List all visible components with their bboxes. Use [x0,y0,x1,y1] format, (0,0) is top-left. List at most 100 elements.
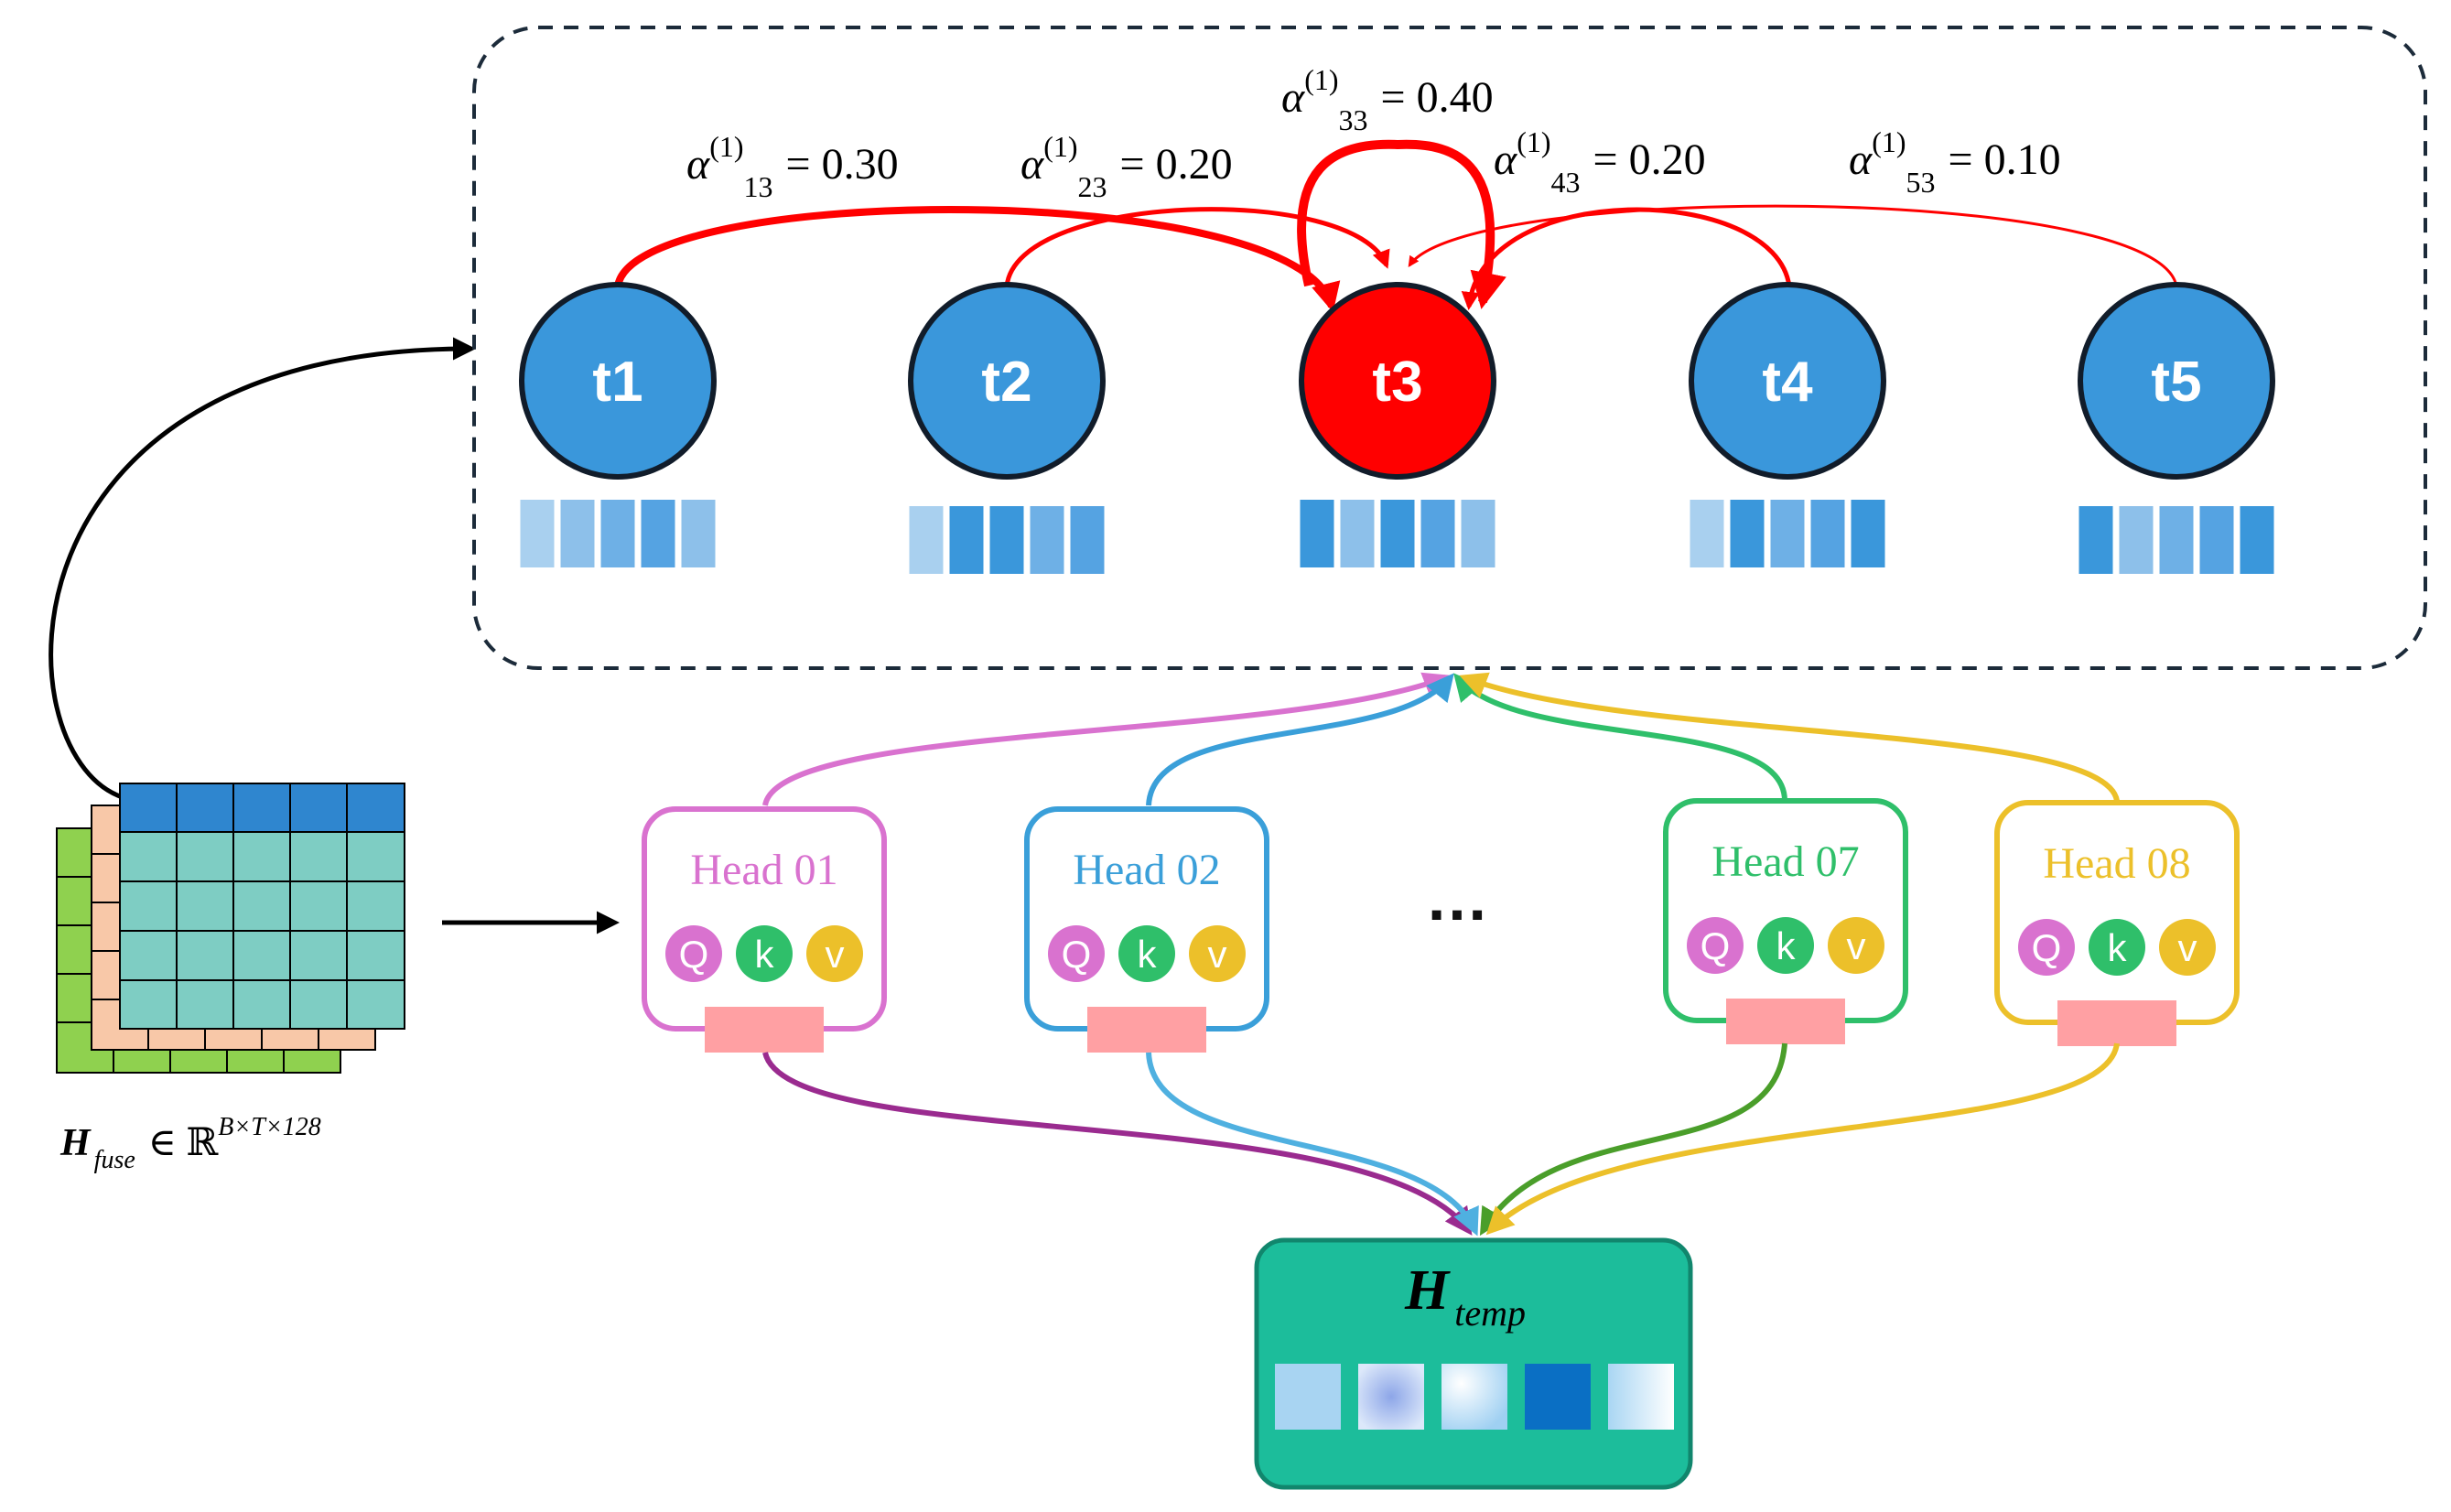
feature-cell [2159,506,2194,574]
head-box [1024,806,1269,1031]
head-output-bar [705,1007,824,1053]
q-letter: Q [1701,924,1731,967]
input-to-timeline-arrow [49,337,476,799]
feature-cell [641,500,675,567]
head-box [642,806,887,1031]
v-letter: v [1208,933,1227,976]
output-cell-4 [1525,1364,1591,1430]
k-letter: k [1776,924,1797,967]
feature-cell [600,500,635,567]
k-badge [736,925,793,982]
k-badge [1118,925,1175,982]
timestep-node-t5: t5 [2078,282,2275,574]
output-cell-3 [1441,1364,1507,1430]
feature-cell [1300,500,1334,567]
attention-arc-43 [1461,207,1792,310]
feature-cell [1380,500,1415,567]
k-badge [1757,917,1814,974]
head-output-bar [2057,1000,2176,1046]
attention-arc-53 [1408,204,2178,287]
output-cell-5 [1608,1364,1674,1430]
head-to-output-arrows [762,1042,2120,1237]
head-box [1663,798,1908,1023]
head-to-timeline-arrows [762,672,2120,806]
timestep-node-t2: t2 [908,282,1106,574]
feature-cell [1340,500,1375,567]
k-letter: k [1138,933,1158,976]
feature-cell [681,500,716,567]
q-badge [1048,925,1105,982]
head-label: Head 08 [2043,839,2190,888]
head08-down-arrow [1485,1042,2120,1236]
v-letter: v [1847,924,1866,967]
attention-label-43: α(1)43= 0.20 [1494,125,1706,199]
head-label: Head 02 [1073,846,1220,894]
timestep-circle [908,282,1106,480]
timeline-container [472,26,2427,670]
timestep-node-t1: t1 [519,282,717,567]
q-letter: Q [679,933,709,976]
v-badge [1189,925,1246,982]
input-tensor-stack [56,783,405,1074]
attention-arc-23 [1004,207,1390,287]
output-vector [1275,1364,1674,1430]
timestep-nodes: t1 t2 t3 t4 t5 [519,282,2275,574]
feature-cell [2240,506,2274,574]
timestep-circle [2078,282,2275,480]
head08-up-arrow [1459,672,2120,802]
v-badge [806,925,863,982]
tensor-layer-teal [119,783,405,1030]
head07-down-arrow [1479,1042,1787,1237]
feature-cell [1420,500,1455,567]
head-box [1994,800,2240,1025]
timestep-label: t1 [592,351,642,414]
feature-cell [1810,500,1845,567]
feature-cell [520,500,555,567]
feature-cell [1770,500,1805,567]
feature-cell [1030,506,1064,574]
attention-label-13: α(1)13= 0.30 [686,130,899,203]
v-badge [2159,919,2216,976]
output-cell-2 [1358,1364,1424,1430]
timestep-label: t4 [1762,351,1813,414]
feature-cell [1461,500,1495,567]
q-badge [1687,917,1744,974]
feature-cell [1851,500,1885,567]
timestep-node-t3: t3 [1299,282,1496,567]
head01-up-arrow [762,672,1452,806]
k-badge [2089,919,2145,976]
timestep-node-t4: t4 [1689,282,1886,567]
attention-arcs [614,139,2178,313]
v-letter: v [2178,926,2197,969]
feature-cell [2119,506,2154,574]
timestep-label: t3 [1372,351,1422,414]
head07-up-arrow [1453,673,1787,802]
timestep-label: t2 [981,351,1031,414]
feature-cell [949,506,984,574]
attention-label-23: α(1)23= 0.20 [1020,130,1233,203]
attention-arc-33 [1297,139,1506,309]
attention-label-53: α(1)53= 0.10 [1849,125,2061,199]
q-badge [2018,919,2075,976]
feature-cell [909,506,944,574]
timestep-circle [1299,282,1496,480]
feature-cell [1730,500,1765,567]
output-cell-1 [1275,1364,1341,1430]
feature-cell [2199,506,2234,574]
timestep-circle [519,282,717,480]
head01-down-arrow [762,1052,1473,1236]
k-letter: k [2108,926,2128,969]
timestep-label: t5 [2151,351,2201,414]
feature-cell [560,500,595,567]
head-output-bar [1087,1007,1206,1053]
feature-cell [989,506,1024,574]
head02-up-arrow [1146,673,1454,806]
attention-label-33: α(1)33= 0.40 [1281,63,1494,136]
